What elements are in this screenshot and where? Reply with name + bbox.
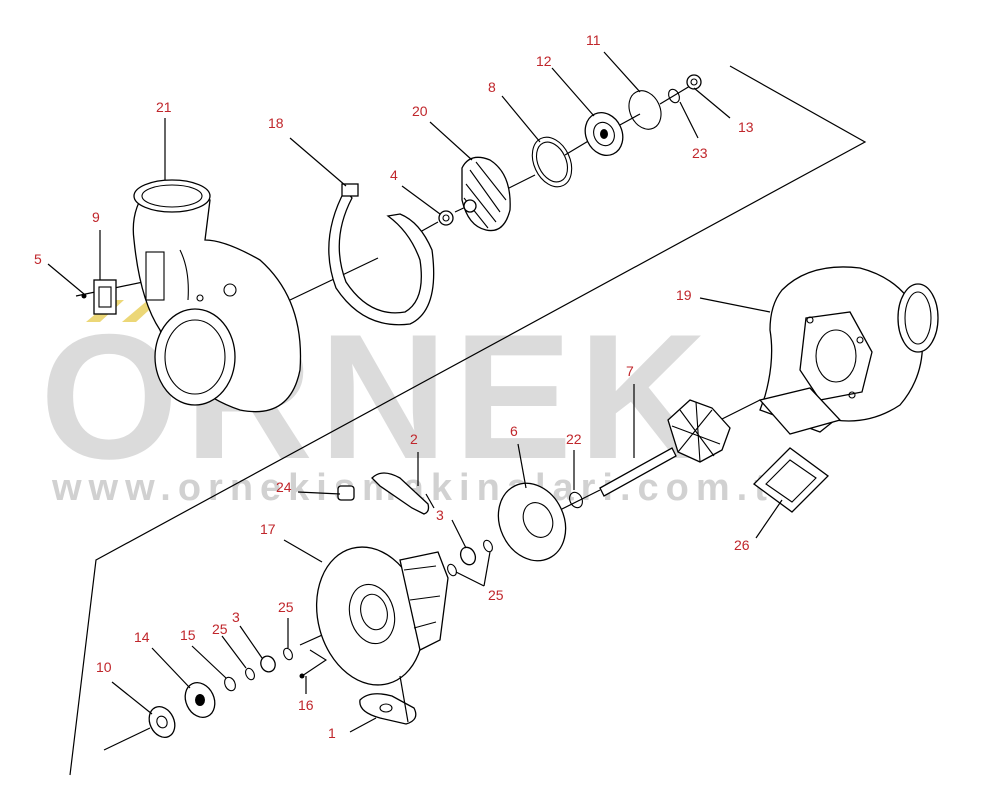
retaining-ring <box>531 136 573 188</box>
callout-2: 2 <box>410 431 418 447</box>
callout-10: 10 <box>96 659 112 675</box>
callout-11: 11 <box>586 32 601 48</box>
oil-deflector <box>371 472 430 515</box>
lock-nut <box>686 74 702 90</box>
callout-22: 22 <box>566 431 582 447</box>
leader-lines <box>47 51 783 733</box>
callout-17: 17 <box>260 521 276 537</box>
retaining-rings-upper <box>447 539 493 577</box>
lower-bearing-set <box>224 647 293 692</box>
callout-16: 16 <box>298 697 314 713</box>
bolt <box>337 485 355 501</box>
callout-5: 5 <box>34 251 42 267</box>
watermark-brand: ORNEK <box>40 297 713 496</box>
nut <box>438 210 454 226</box>
callout-15: 15 <box>180 627 196 643</box>
thrust-washer <box>148 705 176 739</box>
turbine-gasket <box>753 447 829 513</box>
o-ring <box>628 90 662 130</box>
callout-23: 23 <box>692 145 708 161</box>
piston-ring <box>569 491 583 509</box>
compressor-wheel <box>461 156 511 232</box>
clamp-ring <box>328 183 435 326</box>
screw <box>81 293 87 299</box>
callout-19: 19 <box>676 287 692 303</box>
callout-7: 7 <box>626 363 634 379</box>
callout-6: 6 <box>510 423 518 439</box>
callout-13: 13 <box>738 119 754 135</box>
journal-bearing-upper <box>459 546 477 566</box>
oil-gasket <box>359 693 417 725</box>
callout-25-upper: 25 <box>488 587 504 603</box>
callout-25-right: 25 <box>278 599 294 615</box>
bracket <box>93 279 117 315</box>
assembly-frame <box>69 65 867 776</box>
callout-14: 14 <box>134 629 150 645</box>
turbine-housing <box>758 266 939 435</box>
callout-9: 9 <box>92 209 100 225</box>
thrust-bearing <box>184 681 216 719</box>
callout-18: 18 <box>268 115 284 131</box>
callout-20: 20 <box>412 103 428 119</box>
callout-1: 1 <box>328 725 336 741</box>
washer <box>668 88 680 104</box>
turbine-wheel-shaft <box>599 399 731 497</box>
callout-numbers: 21 18 4 20 8 12 11 13 23 5 9 19 7 2 3 6 … <box>34 32 754 741</box>
thrust-plate <box>584 112 624 156</box>
callout-24: 24 <box>276 479 292 495</box>
callout-12: 12 <box>536 53 552 69</box>
callout-3-lower: 3 <box>232 609 240 625</box>
locating-pin <box>299 649 328 679</box>
callout-26: 26 <box>734 537 750 553</box>
heat-shield <box>497 482 567 562</box>
callout-25-left: 25 <box>212 621 228 637</box>
callout-21: 21 <box>156 99 172 115</box>
callout-3-upper: 3 <box>436 507 444 523</box>
callout-8: 8 <box>488 79 496 95</box>
watermark-logo-mark <box>86 300 160 322</box>
compressor-housing <box>132 179 302 413</box>
center-housing <box>315 546 449 686</box>
callout-4: 4 <box>390 167 398 183</box>
watermark: ORNEK www.ornekismakinalari.com.tr <box>40 297 789 509</box>
